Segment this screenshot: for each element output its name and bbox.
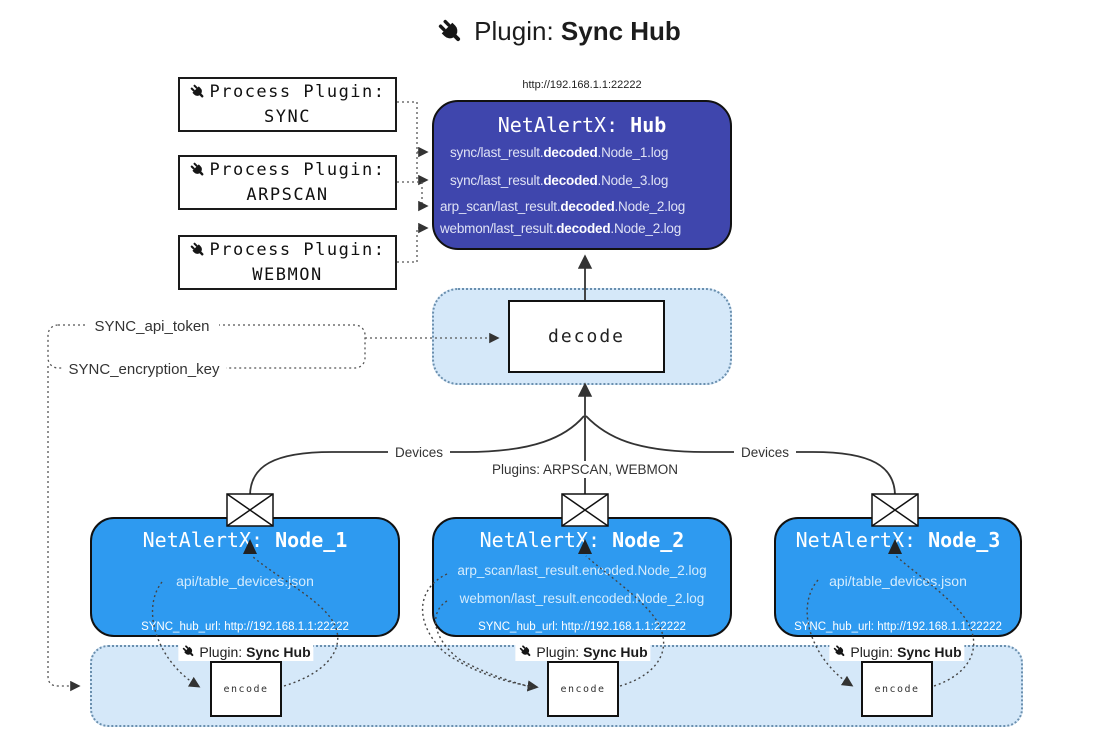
devices-left-label: Devices [395, 445, 443, 460]
hub-url: http://192.168.1.1:22222 [522, 79, 642, 91]
node2-title: NetAlertX: Node_2 [479, 528, 685, 552]
encode-plugin-label: Plugin: Sync Hub [829, 642, 965, 661]
encode-plugin-label: Plugin: Sync Hub [515, 642, 651, 661]
node1-line: api/table_devices.json [176, 573, 314, 589]
title-bold: Sync Hub [560, 16, 681, 46]
node3-box: NetAlertX: Node_3 api/table_devices.json… [774, 517, 1022, 637]
label-bg [498, 461, 672, 478]
process-plugin-webmon-box: Process Plugin: WEBMON [178, 235, 397, 290]
plug-icon [832, 644, 847, 659]
plug-icon [189, 161, 207, 179]
sync-api-token-label: SYNC_api_token [94, 318, 209, 335]
node3-title: NetAlertX: Node_3 [795, 528, 1001, 552]
process-plugin-name: WEBMON [252, 264, 323, 285]
node1-hub-url: SYNC_hub_url: http://192.168.1.1:22222 [141, 621, 349, 633]
devices-right-label: Devices [741, 445, 789, 460]
label-bg [388, 444, 450, 461]
process-plugin-label: Process Plugin: [209, 81, 386, 102]
plug-icon [518, 644, 533, 659]
label-bg [734, 444, 796, 461]
encode-plugin-label: Plugin: Sync Hub [178, 642, 314, 661]
plug-icon [189, 83, 207, 101]
hub-box: NetAlertX: Hub sync/last_result.decoded.… [432, 100, 732, 250]
hub-log-line: arp_scan/last_result.decoded.Node_2.log [440, 199, 686, 214]
hub-log-line: sync/last_result.decoded.Node_3.log [450, 173, 669, 188]
plugins-center-label: Plugins: ARPSCAN, WEBMON [492, 462, 678, 477]
process-plugin-sync-box: Process Plugin: SYNC [178, 77, 397, 132]
node3-line: api/table_devices.json [829, 573, 967, 589]
node-to-decode-curves [249, 415, 896, 497]
label-bg [85, 318, 219, 334]
encode-box-2: encode [547, 661, 619, 717]
node2-line: arp_scan/last_result.encoded.Node_2.log [457, 563, 707, 578]
label-bg [62, 361, 226, 377]
encode-box-1: encode [210, 661, 282, 717]
plug-icon [189, 241, 207, 259]
page-title: Plugin: Sync Hub [0, 16, 1117, 47]
node2-hub-url: SYNC_hub_url: http://192.168.1.1:22222 [478, 621, 686, 633]
plug-icon [181, 644, 196, 659]
hub-log-line: sync/last_result.decoded.Node_1.log [450, 145, 669, 160]
process-plugin-label: Process Plugin: [209, 239, 386, 260]
hub-title: NetAlertX: Hub [497, 113, 667, 137]
plug-icon [436, 17, 466, 47]
decode-box: decode [508, 300, 665, 373]
node2-box: NetAlertX: Node_2 arp_scan/last_result.e… [432, 517, 732, 637]
hub-log-line: webmon/last_result.decoded.Node_2.log [440, 221, 681, 236]
node1-title: NetAlertX: Node_1 [142, 528, 348, 552]
node3-hub-url: SYNC_hub_url: http://192.168.1.1:22222 [794, 621, 1002, 633]
process-plugin-arpscan-box: Process Plugin: ARPSCAN [178, 155, 397, 210]
process-plugin-name: SYNC [264, 106, 311, 127]
process-plugin-label: Process Plugin: [209, 159, 386, 180]
encode-box-3: encode [861, 661, 933, 717]
title-prefix: Plugin: [474, 16, 561, 46]
process-plugin-name: ARPSCAN [246, 184, 329, 205]
sync-encryption-key-label: SYNC_encryption_key [69, 361, 220, 378]
node2-line: webmon/last_result.encoded.Node_2.log [459, 591, 705, 606]
process-to-hub-connectors [397, 101, 429, 263]
node1-box: NetAlertX: Node_1 api/table_devices.json… [90, 517, 400, 637]
